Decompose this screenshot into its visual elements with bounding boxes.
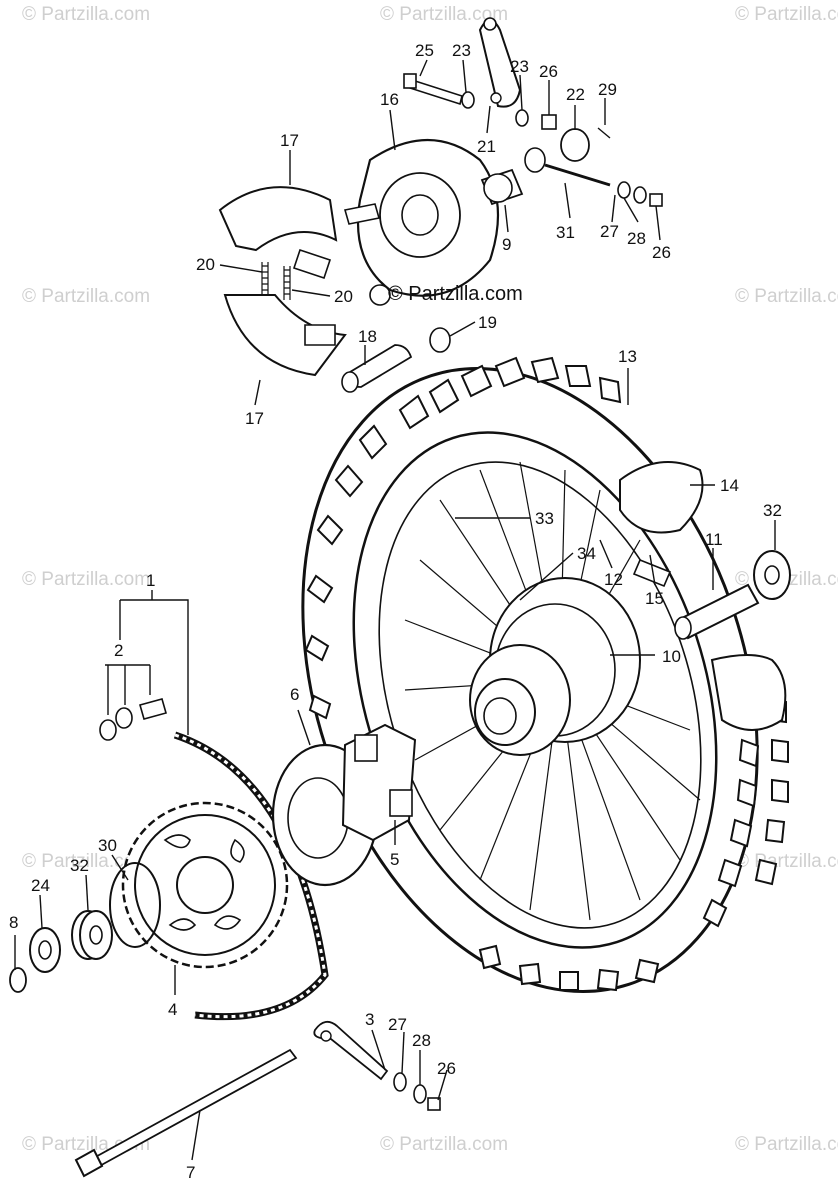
callout-16: 16 [380, 90, 399, 109]
leader-lines [14, 59, 776, 1161]
callout-26-right: 26 [652, 243, 671, 262]
watermark: © Partzilla.com [380, 1134, 508, 1155]
watermark: © Partzilla.com [22, 851, 150, 872]
callout-1: 1 [146, 571, 155, 590]
callout-24: 24 [31, 876, 50, 895]
callout-32-right: 32 [763, 501, 782, 520]
callout-4: 4 [168, 1000, 177, 1019]
brake-shoe-lower [223, 294, 347, 377]
callout-22: 22 [566, 85, 585, 104]
nut-26-top [541, 114, 557, 130]
callout-28-bottom: 28 [412, 1031, 431, 1050]
callout-18: 18 [358, 327, 377, 346]
watermark: © Partzilla.com [22, 4, 150, 25]
brake-arm [478, 17, 522, 108]
watermark: © Partzilla.com [22, 569, 150, 590]
watermark: © Partzilla.com [735, 286, 838, 307]
shoe-springs [261, 262, 291, 300]
callout-26-top: 26 [539, 62, 558, 81]
callout-19: 19 [478, 313, 497, 332]
adjuster-bolt-31 [524, 147, 611, 187]
callout-27-bottom: 27 [388, 1015, 407, 1034]
callout-23-left: 23 [452, 41, 471, 60]
bolt-25 [403, 73, 463, 106]
damper-5 [341, 723, 417, 842]
center-watermark: © Partzilla.com [388, 283, 523, 305]
callout-21: 21 [477, 137, 496, 156]
spacer-11 [674, 583, 760, 640]
callout-5: 5 [390, 850, 399, 869]
callout-9: 9 [502, 235, 511, 254]
brake-shoe-upper [218, 186, 338, 280]
callout-13: 13 [618, 347, 637, 366]
callout-20-left: 20 [196, 255, 215, 274]
callout-7: 7 [186, 1163, 195, 1182]
callout-20-right: 20 [334, 287, 353, 306]
brake-panel [343, 138, 500, 306]
rim-band [710, 654, 787, 731]
circlip-30 [109, 862, 161, 948]
washers-23 [461, 91, 529, 127]
washer-19 [429, 327, 451, 353]
watermark: © Partzilla.com [735, 1134, 838, 1155]
watermark: © Partzilla.com [735, 851, 838, 872]
callout-30: 30 [98, 836, 117, 855]
callout-labels: 1 2 3 4 5 6 7 8 9 10 11 12 13 14 15 16 1… [9, 41, 782, 1182]
callout-32-left: 32 [70, 856, 89, 875]
callout-29: 29 [598, 80, 617, 99]
callout-8: 8 [9, 913, 18, 932]
brake-cam [341, 344, 413, 393]
watermark: © Partzilla.com [735, 4, 838, 25]
callout-17-upper: 17 [280, 131, 299, 150]
callout-11: 11 [705, 530, 723, 549]
callout-27-right: 27 [600, 222, 619, 241]
callout-28-right: 28 [627, 229, 646, 248]
adjuster-3 [313, 1020, 389, 1081]
callout-15: 15 [645, 589, 664, 608]
watermark: © Partzilla.com [22, 286, 150, 307]
callout-6: 6 [290, 685, 299, 704]
callout-26-bottom: 26 [437, 1059, 456, 1078]
hub [469, 577, 641, 756]
callout-33: 33 [535, 509, 554, 528]
callout-2: 2 [114, 641, 123, 660]
sprocket [121, 801, 289, 969]
callout-31: 31 [556, 223, 575, 242]
watermark: © Partzilla.com [380, 4, 508, 25]
collar-9 [480, 168, 524, 206]
seal-24 [29, 927, 61, 973]
brake-rod-joint [560, 127, 611, 162]
drive-chain [173, 731, 329, 1021]
callout-12: 12 [604, 570, 623, 589]
callout-25: 25 [415, 41, 434, 60]
callout-23-right: 23 [510, 57, 529, 76]
small-parts-27-28-26-bottom [393, 1072, 441, 1111]
master-link [99, 698, 167, 741]
axle-7 [74, 1048, 298, 1178]
collar-8 [9, 967, 27, 993]
callout-17-lower: 17 [245, 409, 264, 428]
bearing-32-right [753, 550, 791, 600]
tube [619, 461, 704, 588]
callout-34: 34 [577, 544, 596, 563]
callout-3: 3 [365, 1010, 374, 1029]
small-parts-27-28-26 [617, 181, 663, 207]
bearing-32-left [71, 910, 113, 960]
callout-10: 10 [662, 647, 681, 666]
callout-14: 14 [720, 476, 739, 495]
